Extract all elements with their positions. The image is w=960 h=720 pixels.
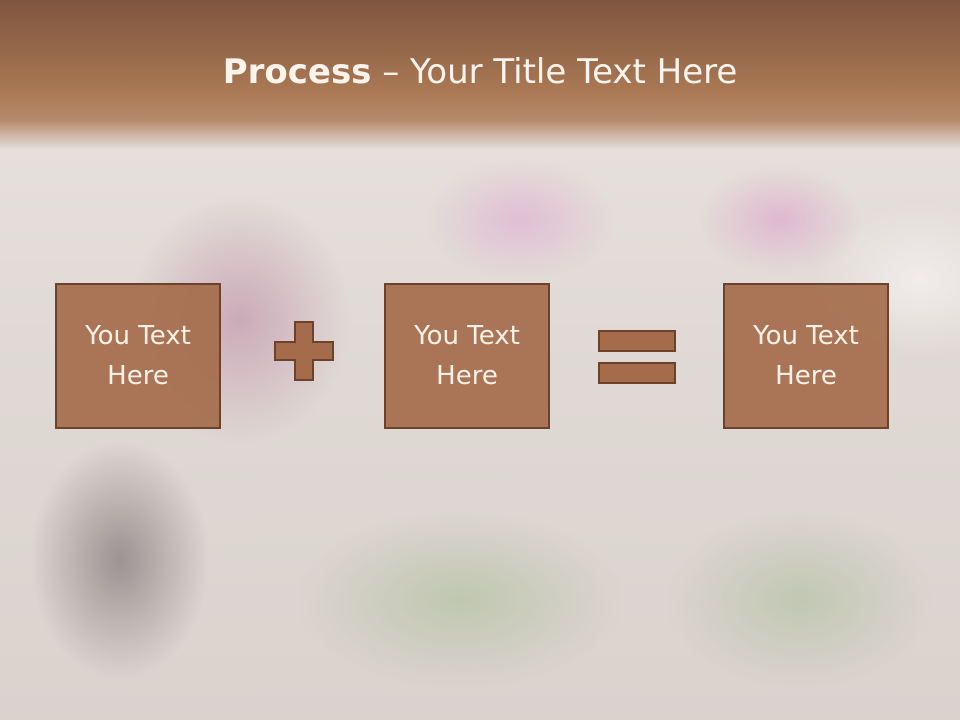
box-text: You Text Here <box>414 316 520 396</box>
slide-title: Process – Your Title Text Here <box>0 52 960 92</box>
box-text: You Text Here <box>85 316 191 396</box>
process-box-1[interactable]: You Text Here <box>55 283 221 429</box>
title-rest: – Your Title Text Here <box>371 52 738 92</box>
box-text-line1: You Text <box>85 321 191 351</box>
box-text-line2: Here <box>436 361 498 391</box>
equals-icon <box>598 330 676 384</box>
box-text-line1: You Text <box>414 321 520 351</box>
process-box-3[interactable]: You Text Here <box>723 283 889 429</box>
process-box-2[interactable]: You Text Here <box>384 283 550 429</box>
box-text-line2: Here <box>775 361 837 391</box>
box-text-line2: Here <box>107 361 169 391</box>
box-text-line1: You Text <box>753 321 859 351</box>
plus-icon <box>274 321 334 381</box>
title-bar <box>0 0 960 150</box>
title-bold: Process <box>222 52 372 92</box>
box-text: You Text Here <box>753 316 859 396</box>
